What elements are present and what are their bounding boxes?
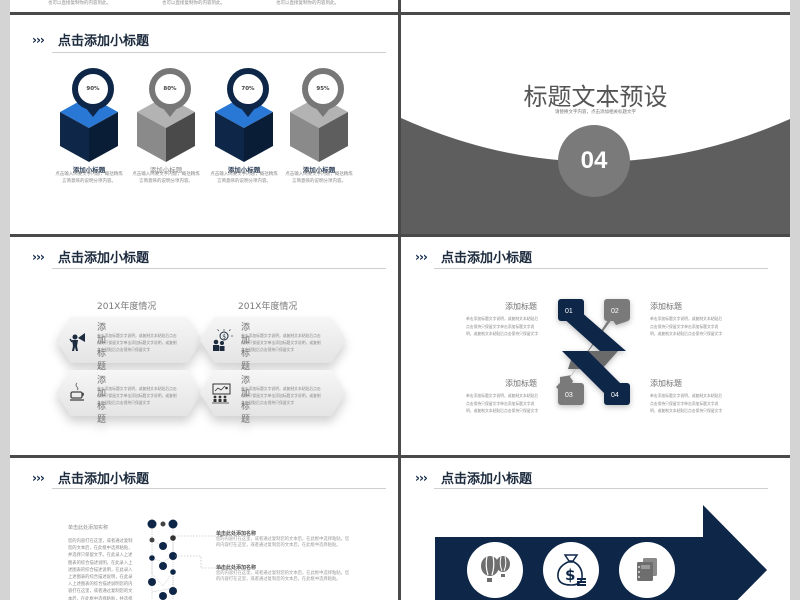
slide-header: ››› 点击添加小标题: [32, 468, 150, 488]
item-title: 添加小标题: [227, 166, 261, 174]
chevrons-icon: ›››: [32, 32, 45, 47]
coffee-cup-icon: [70, 382, 85, 401]
percent-pin: 90%: [72, 68, 114, 117]
slide-subtitle: 点击添加小标题: [58, 34, 150, 49]
card-title: 添加标题: [97, 323, 107, 372]
header-underline: [434, 488, 768, 489]
icon-circle: [467, 542, 523, 598]
svg-text:03: 03: [565, 392, 573, 399]
slide-hex-cards[interactable]: ››› 点击添加小标题 201X年度情况 201X年度情况 添加标题 单击添加标…: [10, 237, 398, 455]
item-title: 添加标题: [505, 302, 537, 311]
item-text: 单击添加标题文字说明，或复制文本粘贴后点击保持只保留文字单击添加标题文字说明，或…: [650, 393, 723, 413]
slide-subtitle: 点击添加小标题: [58, 472, 150, 487]
header-underline: [52, 488, 386, 489]
left-title: 单击此处添加实称: [68, 525, 109, 531]
item-text: 单击添加标题文字说明，或复制文本粘贴后点击保持只保留文字单击添加标题文字说明，或…: [466, 316, 539, 336]
slide-top-left-partial[interactable]: 也可以直接复制你的内容到此。 也可以直接复制你的内容到此。 也可以直接复制你的内…: [10, 0, 398, 12]
percent-pin: 70%: [227, 68, 269, 117]
card-title: 添加标题: [97, 376, 107, 425]
left-text: 您的内容打在这里，或者通过复制您的文本后，在此框中选择粘贴，并选择只保留文字。在…: [68, 539, 133, 600]
percent-pin: 95%: [302, 68, 344, 117]
item-title: 添加小标题: [149, 166, 183, 174]
svg-text:04: 04: [611, 392, 619, 399]
slide-section-title[interactable]: 标题文本预设 请替换文字内容，点击添加相关标题文字 04: [401, 15, 790, 234]
caption: 也可以直接复制你的内容到此。: [276, 1, 339, 6]
slide-subtitle: 点击添加小标题: [441, 472, 533, 487]
header-underline: [52, 52, 386, 53]
item-desc: 点击输入简要文字内容，概括精炼言简意赅的说明分项内容。: [210, 172, 278, 184]
slide-header: ››› 点击添加小标题: [415, 468, 533, 488]
slide-grid-divider-2: [10, 234, 790, 237]
icon-circle: $: [543, 542, 599, 598]
cross-arrows-diagram: 01 02 03 04: [556, 299, 630, 405]
slide-cross-arrows[interactable]: ››› 点击添加小标题 01 02 03 04 添加标题 单击添加标题文字说明，…: [401, 237, 790, 455]
card-title: 添加标题: [241, 323, 251, 372]
item-text: 您的内容打在这里，或者通过复制您的文本后，在此框中选择粘贴。您的内容打在这里，或…: [216, 571, 350, 582]
slide-header: ››› 点击添加小标题: [32, 30, 150, 50]
card-text: 单击添加标题文字说明，或复制文本粘贴后点击保持只保留文字单击添加标题文字说明，或…: [241, 386, 321, 405]
percent-pin: 80%: [149, 68, 191, 117]
slide-grid-vertical-divider: [398, 0, 401, 600]
caption: 也可以直接复制你的内容到此。: [48, 1, 111, 6]
slide-grid-divider-3: [10, 455, 790, 458]
slide-subtitle: 点击添加小标题: [58, 251, 150, 266]
section-subtitle: 请替换文字内容，点击添加相关标题文字: [555, 110, 636, 115]
connector-lines: [175, 535, 222, 569]
hot-air-balloon-icon: [481, 555, 510, 582]
item-text: 单击添加标题文字说明，或复制文本粘贴后点击保持只保留文字单击添加标题文字说明，或…: [650, 316, 723, 336]
item-desc: 点击输入简要文字内容，概括精炼言简意赅的说明分项内容。: [132, 172, 200, 184]
year-label: 201X年度情况: [238, 302, 298, 312]
item-desc: 点击输入简要文字内容，概括精炼言简意赅的说明分项内容。: [285, 172, 353, 184]
item-title: 添加标题: [650, 302, 682, 311]
megaphone-person-icon: [69, 333, 85, 351]
card-text: 单击添加标题文字说明，或复制文本粘贴后点击保持只保留文字单击添加标题文字说明，或…: [241, 333, 321, 352]
slide-header: ››› 点击添加小标题: [32, 247, 150, 267]
slide-dot-network[interactable]: ››› 点击添加小标题 单击此处添加实称 您的内容打在这里，或者通过复制您的文本…: [10, 458, 398, 600]
cube-icon: [290, 96, 348, 162]
item-title: 添加小标题: [302, 166, 336, 174]
notebook-icon: [637, 558, 657, 581]
slide-subtitle: 点击添加小标题: [441, 251, 533, 266]
chevrons-icon: ›››: [415, 470, 428, 485]
slide-top-right-partial[interactable]: [401, 0, 790, 12]
section-number: 04: [580, 147, 608, 174]
card-title: 添加标题: [241, 376, 251, 425]
header-underline: [434, 268, 768, 269]
item-desc: 点击输入简要文字内容，概括精炼言简意赅的说明分项内容。: [55, 172, 123, 184]
section-title: 标题文本预设: [523, 83, 668, 111]
slide-header: ››› 点击添加小标题: [415, 247, 533, 267]
money-bag-icon: $: [557, 554, 586, 586]
chevrons-icon: ›››: [415, 249, 428, 264]
item-title: 添加标题: [650, 379, 682, 388]
svg-text:02: 02: [611, 308, 619, 315]
card-text: 单击添加标题文字说明，或复制文本粘贴后点击保持只保留文字单击添加标题文字说明，或…: [97, 333, 177, 352]
slide-grid-divider-1: [10, 12, 790, 15]
money-idea-team-icon: $: [213, 329, 233, 351]
svg-text:$: $: [222, 333, 226, 340]
item-text: 您的内容打在这里，或者通过复制您的文本后，在此框中选择粘贴。您的内容打在这里，或…: [216, 537, 350, 548]
item-title: 添加标题: [505, 379, 537, 388]
item-title: 单击此处添加名称: [216, 531, 257, 537]
list-item: 单击此处添加名称 您的内容打在这里，或者通过复制您的文本后，在此框中选择粘贴。您…: [216, 530, 351, 549]
slide-cubes[interactable]: ››› 点击添加小标题 90% 添加小标题 点击输入简要文字内容，概括精炼言简意…: [10, 15, 398, 234]
svg-text:$: $: [565, 566, 575, 584]
presentation-board-icon: [212, 383, 231, 404]
svg-text:01: 01: [565, 308, 573, 315]
header-underline: [52, 268, 386, 269]
slide-big-arrow[interactable]: ››› 点击添加小标题 $: [401, 458, 790, 600]
list-item: 单击此处添加名称 您的内容打在这里，或者通过复制您的文本后，在此框中选择粘贴。您…: [216, 564, 351, 583]
item-title: 添加小标题: [72, 166, 106, 174]
chevrons-icon: ›››: [32, 470, 45, 485]
dot-network-diagram: [147, 519, 178, 600]
chevrons-icon: ›››: [32, 249, 45, 264]
year-label: 201X年度情况: [97, 302, 157, 312]
item-text: 单击添加标题文字说明，或复制文本粘贴后点击保持只保留文字单击添加标题文字说明，或…: [466, 393, 539, 413]
caption: 也可以直接复制你的内容到此。: [162, 1, 225, 6]
icon-circle: [619, 542, 675, 598]
item-title: 单击此处添加名称: [216, 565, 257, 571]
section-number-circle: 04: [558, 125, 630, 197]
card-text: 单击添加标题文字说明，或复制文本粘贴后点击保持只保留文字单击添加标题文字说明，或…: [97, 386, 177, 405]
